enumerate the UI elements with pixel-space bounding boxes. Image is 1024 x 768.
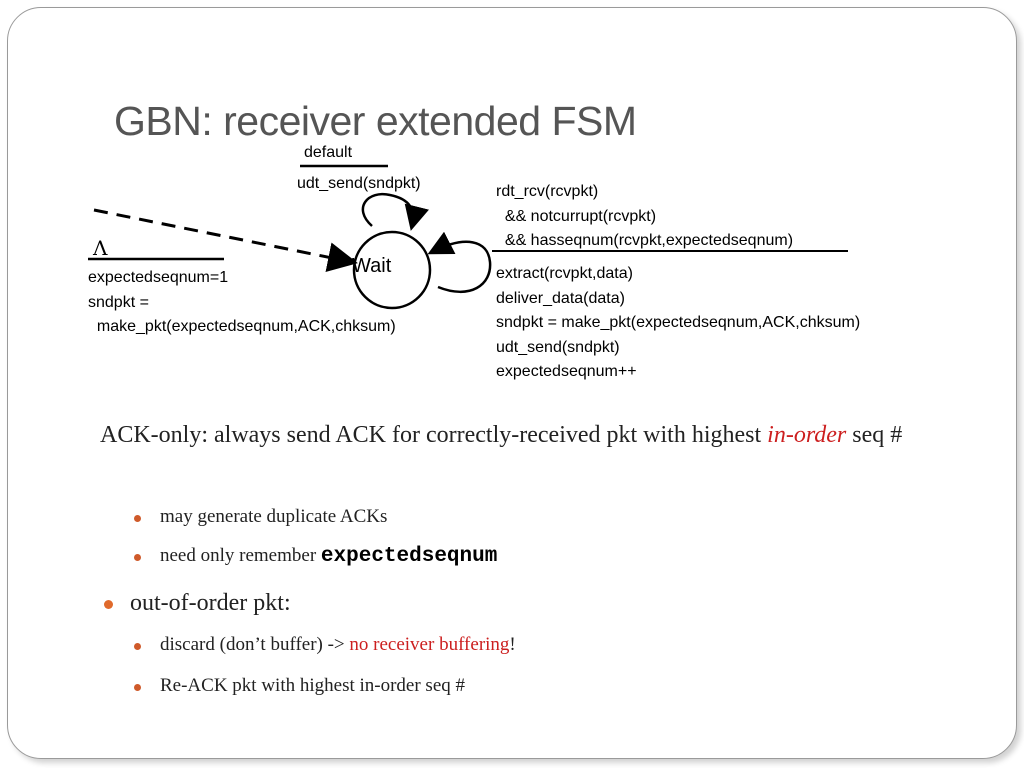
bullet-dot-icon [134,515,141,522]
bullet-ack-only-tail: seq # [846,422,903,448]
no-buffering-emphasis: no receiver buffering [349,634,510,655]
sub-bullet-tail: ! [509,634,516,655]
default-self-loop [361,192,429,231]
bullet-dot-icon [104,600,113,609]
receive-condition-line: && hasseqnum(rcvpkt,expectedseqnum) [496,232,794,249]
bullet-dot-icon [134,554,141,561]
receive-conditions: rdt_rcv(rcvpkt) && notcurrupt(rcvpkt) &&… [496,180,793,254]
receive-action-line: udt_send(sndpkt) [496,338,620,356]
default-event-label: default [304,144,353,161]
lambda-symbol: Λ [93,236,108,260]
default-action-label: udt_send(sndpkt) [297,175,421,192]
bullet-ack-only-lead: ACK-only: always send ACK for correctly-… [100,422,768,448]
receive-action-line: extract(rcvpkt,data) [496,265,633,282]
receive-actions: extract(rcvpkt,data) deliver_data(data) … [496,262,860,385]
sub-bullet-text: may generate duplicate ACKs [160,506,388,527]
init-action-line: expectedseqnum=1 [88,269,229,286]
sub-bullet-duplicate-acks: may generate duplicate ACKs [134,506,388,528]
bullet-dot-icon [134,643,141,650]
wait-state-label: Wait [352,255,392,277]
receive-action-line: deliver_data(data) [496,289,625,307]
slide-title: GBN: receiver extended FSM [114,98,637,144]
receive-action-line: expectedseqnum++ [496,363,637,380]
receive-condition-line: rdt_rcv(rcvpkt) [496,183,599,200]
receive-self-loop [427,231,492,293]
bullet-ack-only-emphasis: in-order [767,422,847,448]
bullet-out-of-order: out-of-order pkt: [104,590,291,617]
bullet-dot-icon [134,684,141,691]
sub-bullet-text: need only remember [160,545,321,566]
bullet-ack-only: ACK-only: always send ACK for correctly-… [100,416,980,454]
init-actions: expectedseqnum=1 sndpkt = make_pkt(expec… [88,266,396,340]
sub-bullet-remember: need only remember expectedseqnum [134,545,498,568]
sub-bullet-re-ack: Re-ACK pkt with highest in-order seq # [134,675,466,697]
sub-bullet-discard: discard (don’t buffer) -> no receiver bu… [134,634,516,656]
initial-transition-arrow [93,208,358,272]
bullet-out-of-order-text: out-of-order pkt: [130,590,291,616]
slide-frame [7,7,1017,759]
init-action-line: sndpkt = [88,293,149,311]
sub-bullet-text: Re-ACK pkt with highest in-order seq # [160,675,466,696]
expectedseqnum-code: expectedseqnum [320,545,498,568]
sub-bullet-text: discard (don’t buffer) -> [160,634,350,655]
receive-action-line: sndpkt = make_pkt(expectedseqnum,ACK,chk… [496,314,861,331]
init-action-line: make_pkt(expectedseqnum,ACK,chksum) [88,318,396,335]
receive-condition-line: && notcurrupt(rcvpkt) [496,207,657,225]
